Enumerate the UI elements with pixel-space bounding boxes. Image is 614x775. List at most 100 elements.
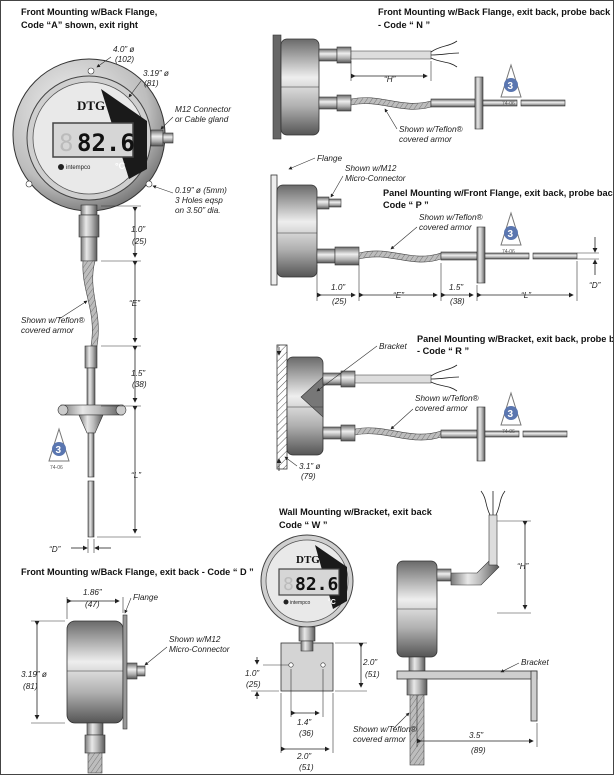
note-teflon-2: covered armor	[399, 135, 452, 144]
dim-hole-offset: 1.0”	[245, 669, 260, 678]
teflon-armor-cable	[350, 97, 432, 110]
note-m12-micro-2: Micro-Connector	[169, 645, 230, 654]
probe-tip	[87, 480, 95, 538]
lead-wires	[430, 364, 460, 392]
dim-H: “H”	[517, 562, 530, 571]
code-w-view: Wall Mounting w/Bracket, exit back Code …	[245, 490, 549, 772]
brand-logo: DTG	[77, 98, 105, 113]
note-teflon-1: Shown w/Teflon®	[353, 725, 417, 734]
note-m12-micro-1: Shown w/M12	[169, 635, 221, 644]
teflon-armor-cable	[82, 260, 99, 347]
cable-gland	[406, 678, 428, 696]
lead-wires	[430, 40, 460, 68]
dim-D: “D”	[589, 281, 602, 290]
dim-hole-offset-mm: (25)	[246, 680, 261, 689]
m12-connector	[318, 48, 338, 62]
note-holes-3: on 3.50” dia.	[175, 206, 221, 215]
dim-D: “D”	[49, 545, 62, 554]
lcd-reading: 82.6	[295, 574, 338, 595]
svg-text:3: 3	[508, 409, 514, 420]
3a-sanitary-symbol: 3 74-06	[500, 211, 522, 255]
main-gauge-front-view: Front Mounting w/Back Flange, Code “A” s…	[12, 7, 231, 554]
teflon-armor-cable	[87, 752, 103, 774]
heading-w-line1: Wall Mounting w/Bracket, exit back	[279, 507, 433, 517]
dim-bracket-reach: 3.5”	[469, 731, 484, 740]
lcd-display	[278, 568, 340, 596]
note-cable-gland: or Cable gland	[175, 115, 229, 124]
cable-gland	[298, 626, 316, 642]
heading-main-line2: Code “A” shown, exit right	[21, 20, 138, 30]
note-m12-connector: M12 Connector	[175, 105, 231, 114]
svg-text:74-06: 74-06	[502, 249, 515, 255]
svg-text:74-06: 74-06	[502, 101, 515, 107]
note-bracket: Bracket	[379, 342, 407, 351]
heading-w-line2: Code “ W ”	[279, 520, 328, 530]
dim-flange-dia: 4.0” ø	[113, 45, 134, 54]
code-d-view: Front Mounting w/Back Flange, exit back …	[21, 567, 254, 774]
sanitary-clamp	[60, 404, 124, 416]
m12-connector	[126, 662, 138, 680]
note-flange: Flange	[133, 593, 158, 602]
note-holes-2: 3 Holes eqsp	[175, 196, 223, 205]
dim-plate-height-mm: (51)	[365, 670, 380, 679]
dim-bracket-dia: 3.1” ø	[299, 462, 320, 471]
dim-fitting-mm: (38)	[450, 297, 465, 306]
probe-cable	[350, 50, 432, 60]
bracket-hole	[288, 662, 294, 668]
dim-depth-mm: (47)	[85, 600, 100, 609]
code-n-view: Front Mounting w/Back Flange, exit back,…	[272, 7, 611, 144]
case-side	[66, 620, 124, 724]
dim-case-dia: 3.19” ø	[143, 69, 169, 78]
dim-stem-length-mm: (25)	[132, 237, 147, 246]
heading-main-line1: Front Mounting w/Back Flange,	[21, 7, 157, 17]
note-teflon-2: covered armor	[353, 735, 406, 744]
3a-sanitary-symbol: 3 74-06	[500, 63, 522, 107]
dim-stem-length: 1.0”	[131, 225, 146, 234]
dim-stem-length-mm: (25)	[332, 297, 347, 306]
lcd-ghost-digit: 8	[59, 129, 73, 157]
note-holes-1: 0.19” ø (5mm)	[175, 186, 227, 195]
dim-fitting: 1.5”	[131, 369, 146, 378]
teflon-armor-cable	[354, 427, 442, 441]
dim-H: “H”	[384, 75, 397, 84]
cable-gland	[78, 214, 100, 238]
dim-bracket-reach-mm: (89)	[471, 746, 486, 755]
stem-nut	[80, 204, 98, 216]
clamp-left	[57, 404, 69, 416]
3a-sanitary-symbol: 3 74-06	[48, 427, 70, 471]
unit-label: °C	[328, 598, 336, 606]
m12-connector	[150, 129, 164, 147]
note-flange: Flange	[317, 154, 342, 163]
mounting-hole	[145, 180, 153, 188]
3a-sanitary-symbol: 3 74-06	[500, 391, 522, 435]
cable-gland	[334, 246, 360, 266]
note-teflon-2: covered armor	[419, 223, 472, 232]
gland-body	[80, 236, 98, 262]
note-bracket: Bracket	[521, 658, 549, 667]
ferrule	[78, 414, 104, 434]
dim-case-dia-mm: (81)	[23, 682, 38, 691]
dim-fitting-mm: (38)	[132, 380, 147, 389]
heading-n-line1: Front Mounting w/Back Flange, exit back,…	[378, 7, 611, 17]
probe-cable	[354, 374, 432, 384]
probe-cable	[488, 514, 498, 566]
lead-wires	[480, 490, 506, 516]
note-m12-micro-1: Shown w/M12	[345, 164, 397, 173]
sanitary-clamp	[476, 226, 486, 284]
heading-d: Front Mounting w/Back Flange, exit back …	[21, 567, 254, 577]
cable-gland	[84, 734, 106, 754]
dim-hole-spacing-mm: (36)	[299, 729, 314, 738]
maker-logo-icon	[58, 164, 64, 170]
maker-logo-icon	[283, 599, 289, 605]
note-teflon-1: Shown w/Teflon®	[419, 213, 483, 222]
heading-r-line2: - Code “ R ”	[417, 346, 469, 356]
heading-n-line2: - Code “ N ”	[378, 20, 430, 30]
dim-fitting: 1.5”	[449, 283, 464, 292]
lcd-display	[52, 122, 134, 158]
dim-E: “E”	[393, 291, 405, 300]
teflon-armor-cable	[358, 250, 442, 263]
back-flange	[122, 614, 128, 730]
code-p-view: Flange Shown w/M12 Micro-Connector Panel…	[270, 154, 613, 306]
dim-case-dia-mm: (81)	[144, 79, 159, 88]
note-teflon-2: covered armor	[21, 326, 74, 335]
